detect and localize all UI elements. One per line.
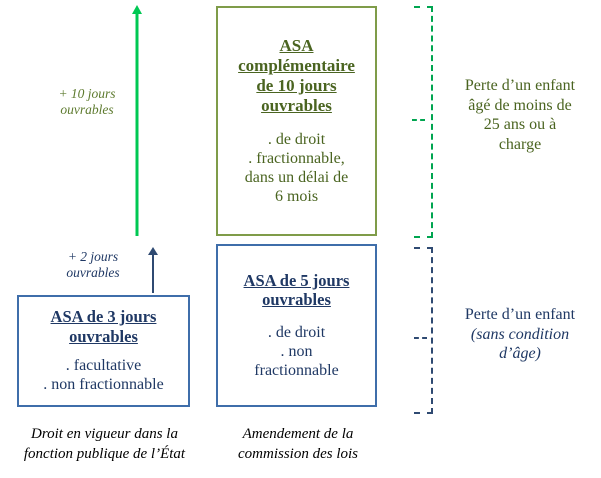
blue-arrow-label: + 2 jours ouvrables xyxy=(52,249,134,282)
blue-3-days-title: ASA de 3 jours ouvrables xyxy=(51,307,157,346)
green-box-title: ASA complémentaire de 10 jours ouvrables xyxy=(238,36,355,116)
green-asa-complementary-box: ASA complémentaire de 10 jours ouvrables… xyxy=(216,6,377,236)
green-dashed-bracket xyxy=(412,6,433,238)
blue-arrow-head-icon xyxy=(148,247,158,255)
blue-5-days-title-line-1: ASA de 5 jours xyxy=(243,270,350,290)
green-box-body-line-1: . de droit xyxy=(267,130,326,148)
caption-left-line-1: Droit en vigueur dans la xyxy=(31,426,178,442)
blue-note-line-3: d’âge) xyxy=(499,345,541,363)
green-bracket-pointer xyxy=(412,119,425,121)
blue-3-days-body: . facultative . non fractionnable xyxy=(43,356,163,394)
blue-asa-5-days-box: ASA de 5 jours ouvrables . de droit . no… xyxy=(216,244,377,407)
green-arrow-label-line-2: ouvrables xyxy=(60,102,114,118)
blue-5-days-body-line-3: fractionnable xyxy=(254,362,339,380)
blue-3-days-body-line-2: . non fractionnable xyxy=(43,376,164,394)
green-arrow-head-icon xyxy=(132,5,142,14)
caption-right-line-2: commission des lois xyxy=(238,445,358,462)
blue-5-days-body-line-2: . non xyxy=(280,342,313,360)
blue-3-days-title-line-1: ASA de 3 jours xyxy=(50,307,157,327)
caption-left-line-2: fonction publique de l’État xyxy=(23,445,186,462)
green-bracket-top-cap xyxy=(414,6,433,8)
green-box-title-line-1: ASA xyxy=(279,35,314,55)
green-box-body: . de droit . fractionnable, dans un déla… xyxy=(245,130,349,207)
blue-bracket-vertical xyxy=(431,247,433,414)
green-box-body-line-4: 6 mois xyxy=(274,188,319,206)
green-bracket-vertical xyxy=(431,6,433,238)
green-box-title-line-2: complémentaire xyxy=(238,55,355,75)
green-arrow-label-line-1: + 10 jours xyxy=(58,86,116,101)
green-note-line-2: âgé de moins de xyxy=(468,96,572,114)
green-box-body-line-3: dans un délai de xyxy=(244,169,349,187)
green-box-title-line-3: de 10 jours xyxy=(256,75,337,95)
blue-5-days-body: . de droit . non fractionnable xyxy=(254,323,338,381)
blue-arrow-shaft xyxy=(152,254,154,293)
blue-5-days-title: ASA de 5 jours ouvrables xyxy=(244,271,350,310)
blue-dashed-bracket xyxy=(414,247,433,414)
green-bracket-bottom-cap xyxy=(414,236,433,238)
caption-amendment: Amendement de la commission des lois xyxy=(213,425,383,464)
blue-3-days-body-line-1: . facultative xyxy=(65,357,142,375)
green-box-title-line-4: ouvrables xyxy=(261,95,332,115)
blue-5-days-title-line-2: ouvrables xyxy=(262,290,331,310)
blue-arrow-label-line-1: + 2 jours xyxy=(67,249,119,264)
blue-bracket-bottom-cap xyxy=(414,412,433,414)
green-arrow-shaft xyxy=(135,12,139,236)
green-note-line-3: 25 ans ou à xyxy=(483,116,557,134)
blue-note-line-2: (sans condition xyxy=(470,325,570,343)
green-note-line-1: Perte d’un enfant xyxy=(464,77,576,94)
caption-right-line-1: Amendement de la xyxy=(242,426,354,442)
blue-arrow-label-line-2: ouvrables xyxy=(66,265,120,281)
blue-bracket-pointer xyxy=(414,337,427,339)
blue-asa-3-days-box: ASA de 3 jours ouvrables . facultative .… xyxy=(17,295,190,407)
blue-up-arrow-icon xyxy=(147,247,159,293)
blue-bracket-note: Perte d’un enfant (sans condition d’âge) xyxy=(441,305,599,364)
blue-5-days-body-line-1: . de droit xyxy=(267,323,326,341)
green-box-body-line-2: . fractionnable, xyxy=(248,149,345,167)
blue-note-line-1: Perte d’un enfant xyxy=(464,306,576,323)
blue-3-days-title-line-2: ouvrables xyxy=(69,326,138,346)
caption-current-law: Droit en vigueur dans la fonction publiq… xyxy=(2,425,207,464)
green-note-line-4: charge xyxy=(498,135,542,153)
green-arrow-label: + 10 jours ouvrables xyxy=(46,86,128,119)
green-bracket-note: Perte d’un enfant âgé de moins de 25 ans… xyxy=(441,76,599,154)
green-up-arrow-icon xyxy=(131,5,143,236)
blue-bracket-top-cap xyxy=(414,247,433,249)
